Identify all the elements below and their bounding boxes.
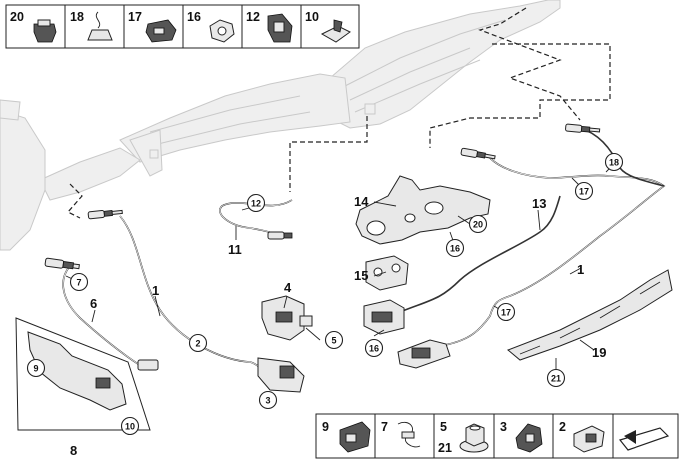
svg-text:17: 17	[128, 10, 142, 24]
dashed-reference-lines	[67, 7, 611, 219]
bottom-legend-cell-arrow	[618, 427, 670, 451]
svg-text:18: 18	[70, 10, 84, 24]
svg-text:7: 7	[381, 420, 388, 434]
svg-text:9: 9	[322, 420, 329, 434]
svg-text:3: 3	[265, 396, 270, 406]
circled-9: 9	[26, 358, 46, 378]
bottom-parts-legend: 9 7 5 21 3	[315, 413, 679, 459]
wire-clip-icon	[87, 11, 113, 41]
cable-rail-19	[507, 269, 673, 361]
circled-20: 20	[468, 214, 488, 234]
callout-11: 11	[228, 242, 242, 257]
bottom-legend-cell-7: 7	[381, 420, 421, 448]
circled-17-lower: 17	[496, 302, 516, 322]
spring-clip-icon	[397, 422, 421, 448]
circled-7: 7	[69, 272, 89, 292]
svg-text:17: 17	[579, 187, 589, 197]
callout-19: 19	[592, 345, 606, 360]
rivet-clip-icon	[320, 19, 351, 43]
callout-1-left: 1	[152, 283, 159, 298]
svg-text:2: 2	[559, 420, 566, 434]
circled-16-upper: 16	[445, 238, 465, 258]
svg-text:9: 9	[33, 364, 38, 374]
bracket-14	[355, 175, 491, 245]
circled-3: 3	[258, 390, 278, 410]
top-parts-legend: 20 18 17 16	[5, 4, 360, 49]
svg-text:3: 3	[500, 420, 507, 434]
top-legend-cell-20: 20	[10, 10, 57, 43]
svg-text:17: 17	[501, 308, 511, 318]
svg-text:21: 21	[551, 374, 561, 384]
circled-12: 12	[246, 193, 266, 213]
top-legend-cell-17: 17	[128, 10, 177, 43]
circled-21: 21	[546, 368, 566, 388]
callout-14: 14	[354, 194, 369, 209]
callout-labels: 1 4 6 8 11 13 14 15 1 19	[70, 194, 606, 458]
circled-10: 10	[120, 416, 140, 436]
svg-text:5: 5	[331, 336, 336, 346]
svg-text:21: 21	[438, 441, 452, 455]
svg-text:16: 16	[187, 10, 201, 24]
grommet-clip-icon	[33, 19, 57, 43]
svg-text:16: 16	[450, 244, 460, 254]
bracket-15	[365, 255, 409, 291]
cable-clip-icon	[267, 13, 293, 43]
top-legend-cell-18: 18	[70, 10, 113, 41]
callout-13: 13	[532, 196, 546, 211]
callout-4: 4	[284, 280, 292, 295]
circled-2: 2	[188, 333, 208, 353]
exhaust-system	[0, 0, 561, 251]
oxygen-sensors	[44, 123, 601, 393]
hex-nut-icon	[209, 19, 235, 43]
svg-text:2: 2	[195, 339, 200, 349]
diagram-reference-icon	[618, 427, 670, 451]
svg-text:16: 16	[369, 344, 379, 354]
circled-16-lower: 16	[364, 338, 384, 358]
svg-text:12: 12	[251, 199, 261, 209]
svg-text:10: 10	[305, 10, 319, 24]
circled-17-upper: 17	[574, 181, 594, 201]
top-legend-cell-16: 16	[187, 10, 235, 43]
svg-text:5: 5	[440, 420, 447, 434]
circled-callouts: 2 3 5 7 9 10 12 16	[26, 152, 624, 436]
bottom-legend-cell-2: 2	[559, 420, 605, 453]
svg-text:10: 10	[125, 422, 135, 432]
svg-text:12: 12	[246, 10, 260, 24]
top-legend-cell-12: 12	[246, 10, 293, 43]
svg-text:18: 18	[609, 158, 619, 168]
callout-1-right: 1	[577, 262, 584, 277]
sensor-plug-icon	[339, 421, 371, 453]
circled-18: 18	[604, 152, 624, 172]
collar-nut-icon	[459, 423, 489, 453]
callout-8: 8	[70, 443, 77, 458]
bottom-legend-cell-3: 3	[500, 420, 543, 453]
svg-text:20: 20	[473, 220, 483, 230]
cable-holder-icon	[145, 19, 177, 43]
bottom-legend-cell-5-21: 5 21	[438, 420, 489, 455]
callout-6: 6	[90, 296, 97, 311]
top-legend-cell-10: 10	[305, 10, 351, 43]
svg-text:7: 7	[76, 278, 81, 288]
callout-15: 15	[354, 268, 368, 283]
circled-5: 5	[324, 330, 344, 350]
bottom-legend-cell-9: 9	[322, 420, 371, 453]
clamp-clip-icon	[515, 423, 543, 453]
svg-text:20: 20	[10, 10, 24, 24]
wire-retainer-icon	[573, 425, 605, 453]
